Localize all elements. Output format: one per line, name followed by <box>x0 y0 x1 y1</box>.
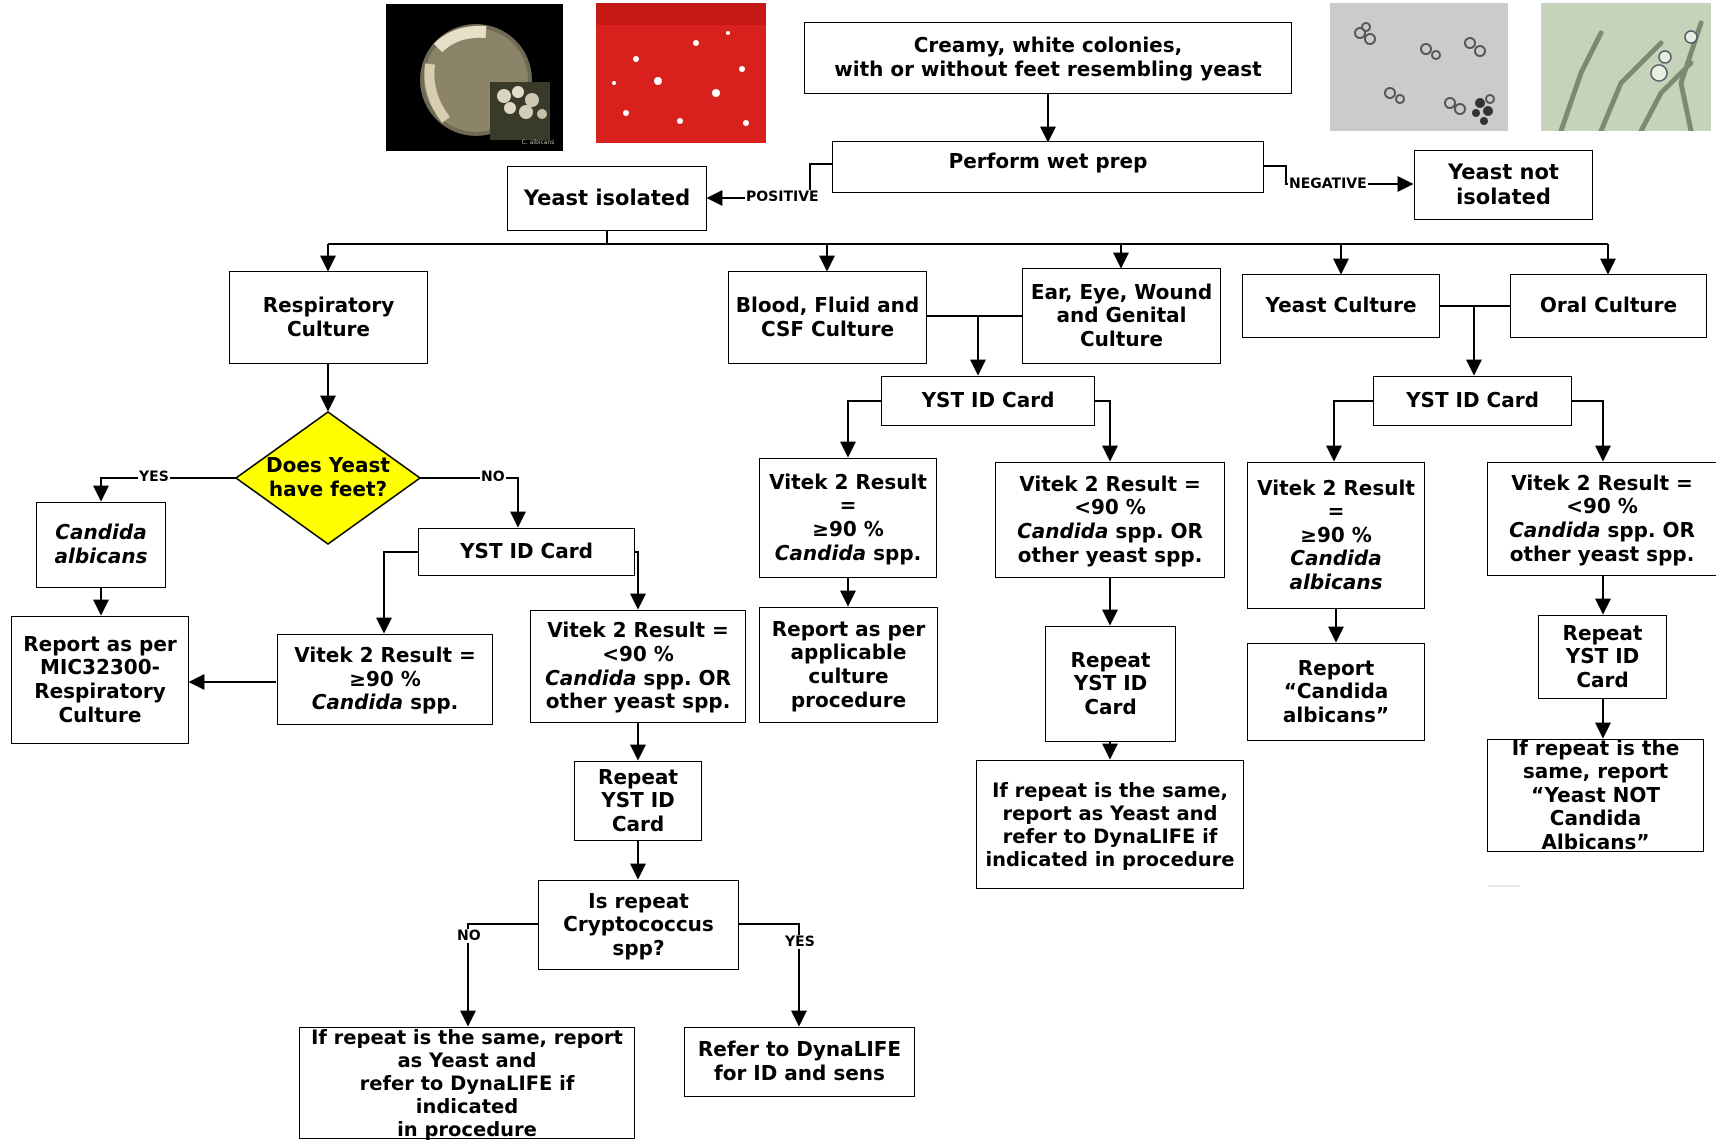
positive-label: POSITIVE <box>745 189 820 205</box>
no-label-diamond: NO <box>480 469 506 485</box>
yst-id-card-respiratory-box: YST ID Card <box>418 528 635 576</box>
petri-dish-colonies-photo: C. albicans <box>386 4 563 151</box>
negative-label: NEGATIVE <box>1288 176 1368 192</box>
vitek-ge90-candida-respiratory-box: Vitek 2 Result =≥90 %Candida spp. <box>277 634 493 725</box>
pseudohyphae-microscopy-photo <box>1541 3 1711 131</box>
repeat-same-report-yeast-ear-box: If repeat is the same,report as Yeast an… <box>976 760 1244 889</box>
yeast-isolated-box: Yeast isolated <box>507 166 707 231</box>
no-label-cryptococcus: NO <box>456 928 482 944</box>
vitek-ge90-candida-blood-box: Vitek 2 Result=≥90 %Candida spp. <box>759 458 937 578</box>
budding-yeast-microscopy-photo <box>1330 3 1508 131</box>
perform-wet-prep-box: Perform wet prep <box>832 141 1264 193</box>
decision-diamond-shape <box>234 411 422 545</box>
yes-label-diamond: YES <box>138 469 170 485</box>
blood-agar-colonies-photo <box>596 3 766 143</box>
yeast-culture-box: Yeast Culture <box>1242 274 1440 338</box>
oral-culture-box: Oral Culture <box>1510 274 1707 338</box>
creamy-white-colonies-box: Creamy, white colonies,with or without f… <box>804 22 1292 94</box>
yst-id-card-middle-box: YST ID Card <box>881 376 1095 426</box>
petri-caption: C. albicans <box>522 139 555 146</box>
yst-id-card-right-box: YST ID Card <box>1373 376 1572 426</box>
yes-label-cryptococcus: YES <box>784 934 816 950</box>
